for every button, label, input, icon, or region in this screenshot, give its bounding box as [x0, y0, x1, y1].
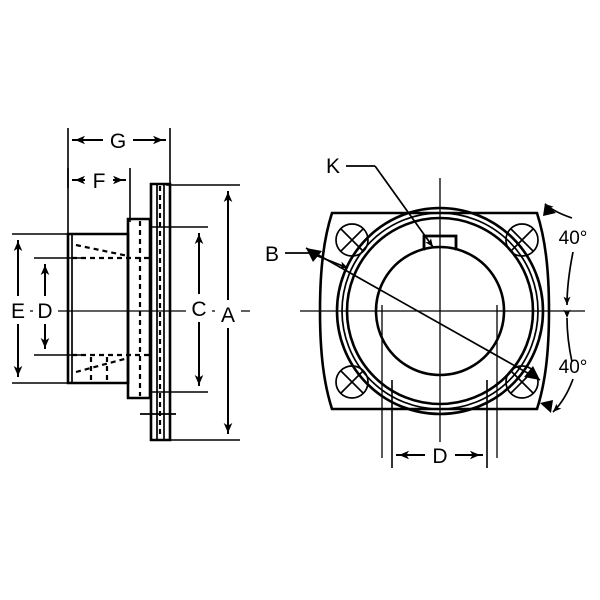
bore-circle — [374, 245, 506, 377]
dim-label-F: F — [93, 170, 106, 193]
angle-label-bottom: 40° — [559, 357, 588, 378]
bore-chamfer-hidden-bottom — [75, 356, 129, 374]
bolt-hole-cross-b — [340, 370, 364, 394]
angle-top-leader-lower — [563, 251, 574, 306]
dim-label-D-side: D — [37, 300, 52, 323]
keyway-notch-outline — [422, 234, 458, 251]
flange-plate-outline — [318, 211, 551, 411]
dim-label-C: C — [191, 298, 206, 321]
dim-label-D-front: D — [432, 445, 447, 468]
angle-label-top: 40° — [559, 228, 588, 249]
angle-bottom-leader-upper — [563, 309, 573, 363]
dim-A-text-mask — [215, 300, 241, 328]
dim-label-A: A — [221, 304, 235, 327]
housing-outer-circle-inner — [341, 212, 539, 410]
dim-label-G: G — [110, 130, 126, 153]
callout-label-K: K — [326, 155, 340, 178]
section-diagonal-line — [305, 247, 541, 381]
dim-C-text-mask — [186, 294, 212, 322]
bore-chamfer-hidden-top — [75, 243, 129, 258]
dim-F-text-mask — [85, 167, 113, 193]
bolt-hole-circle — [505, 365, 539, 399]
bolt-hole-bottom-left — [335, 365, 369, 399]
dim-G-text-mask — [103, 127, 133, 153]
flange-corner-arrow-top — [543, 203, 556, 216]
dim-D-front-text-mask — [425, 442, 455, 468]
bolt-hole-top-left — [335, 223, 369, 257]
dim-D-side-text-mask — [33, 296, 58, 324]
hub-cylinder-outline — [66, 232, 130, 385]
flange-corner-arrow-bottom — [540, 400, 553, 413]
callout-K-leader-arrow — [374, 165, 434, 248]
bolt-hole-circle — [505, 223, 539, 257]
section-diagonal-arrow-right — [524, 366, 540, 380]
bolt-hole-cross-b — [340, 228, 364, 252]
callout-label-B: B — [265, 243, 279, 266]
section-diagonal-arrow-left — [306, 248, 322, 262]
housing-body-outline — [126, 217, 152, 400]
bolt-hole-top-right — [505, 223, 539, 257]
housing-outer-circle — [335, 206, 545, 416]
dim-E-text-mask — [6, 296, 30, 324]
bearing-outer-race-circle — [345, 216, 535, 406]
dim-label-E: E — [11, 300, 25, 323]
bolt-hole-circle — [335, 365, 369, 399]
bolt-hole-cross-b — [510, 228, 534, 252]
bolt-hole-circle — [335, 223, 369, 257]
front-face-view: K B 40° 40° D — [265, 155, 587, 468]
angle-bottom-leader-lower — [552, 378, 574, 413]
side-section-view: G F A C E D — [6, 127, 250, 442]
